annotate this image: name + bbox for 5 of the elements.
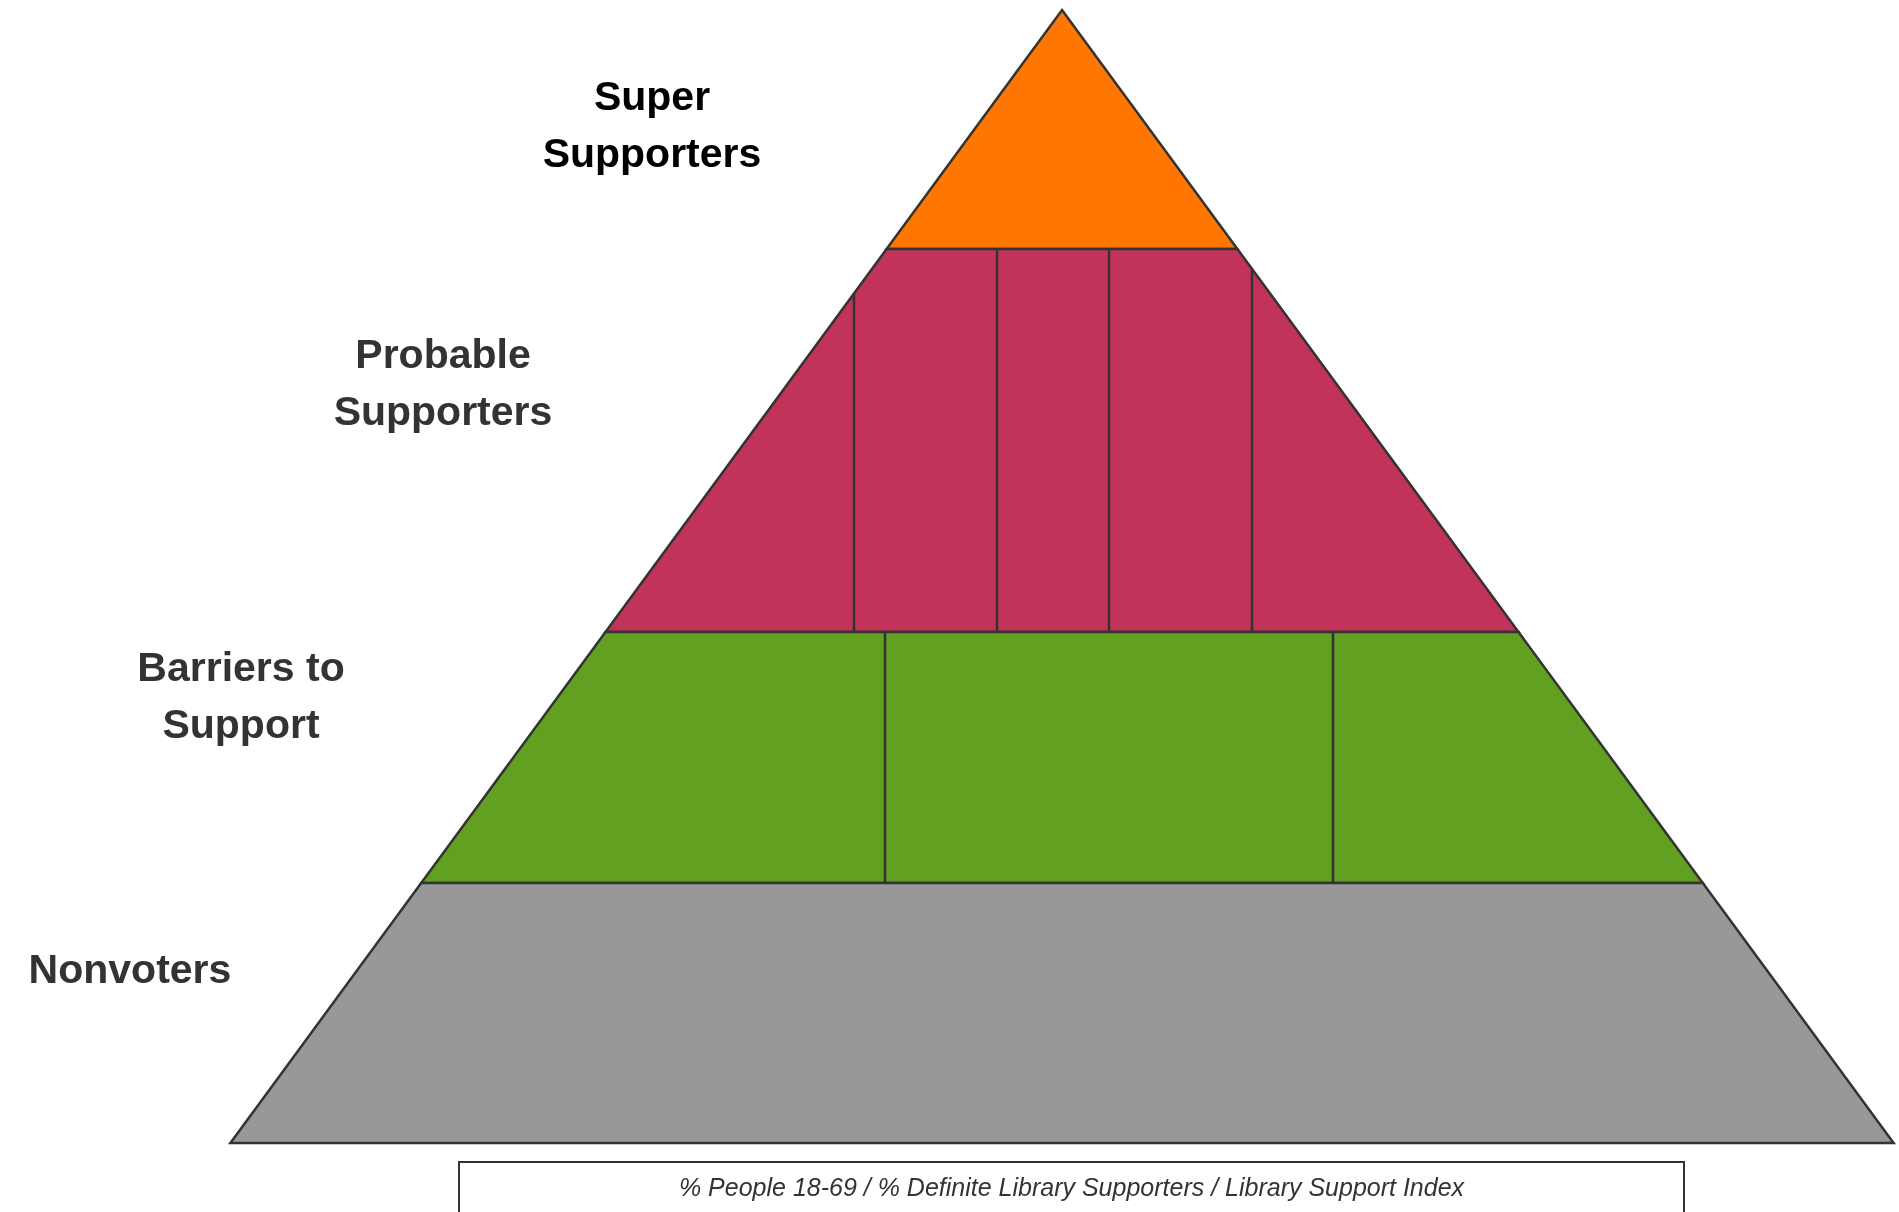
tier-label: Probable Supporters xyxy=(332,330,554,436)
tier-label: Super Supporters xyxy=(541,72,763,178)
tier-label: Barriers to Support xyxy=(136,643,346,749)
caption-box: % People 18-69 / % Definite Library Supporters / Library Support Index xyxy=(458,1161,1685,1212)
tier-label: Nonvoters xyxy=(27,944,233,994)
